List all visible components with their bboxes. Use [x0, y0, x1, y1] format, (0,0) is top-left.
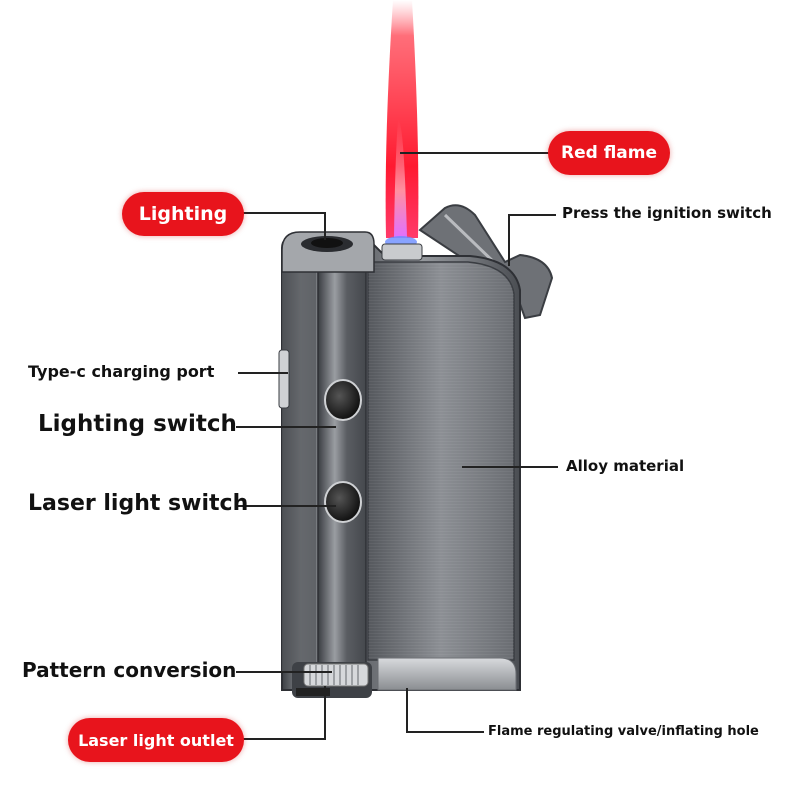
callout-alloy-material: Alloy material — [566, 457, 685, 475]
leader-line-lighting-v — [324, 212, 326, 240]
callout-laser-light-switch: Laser light switch — [28, 491, 249, 516]
callout-laser-light-outlet: Laser light outlet — [68, 718, 244, 762]
callout-lighting-switch: Lighting switch — [38, 411, 237, 437]
callout-flame-valve: Flame regulating valve/inflating hole — [488, 724, 759, 739]
leader-line-red-flame — [400, 152, 550, 154]
leader-line-laser-switch — [236, 505, 336, 507]
leader-line-ignition-h — [508, 214, 556, 216]
callout-pattern-conversion: Pattern conversion — [22, 658, 237, 682]
leader-line-type-c — [238, 372, 288, 374]
leader-line-laser-outlet-v — [324, 686, 326, 740]
callout-press-ignition: Press the ignition switch — [562, 204, 772, 222]
callout-red-flame: Red flame — [548, 131, 670, 175]
leader-line-valve-v — [406, 688, 408, 732]
callout-lighting: Lighting — [122, 192, 244, 236]
leader-line-valve-h — [406, 731, 484, 733]
callout-type-c-port: Type-c charging port — [28, 362, 215, 381]
leader-line-ignition-v — [508, 214, 510, 266]
leader-line-pattern — [236, 671, 332, 673]
leader-line-alloy — [462, 466, 558, 468]
leader-line-lighting-switch — [236, 426, 336, 428]
leader-line-lighting-h — [242, 212, 326, 214]
leader-line-laser-outlet-h — [242, 738, 326, 740]
